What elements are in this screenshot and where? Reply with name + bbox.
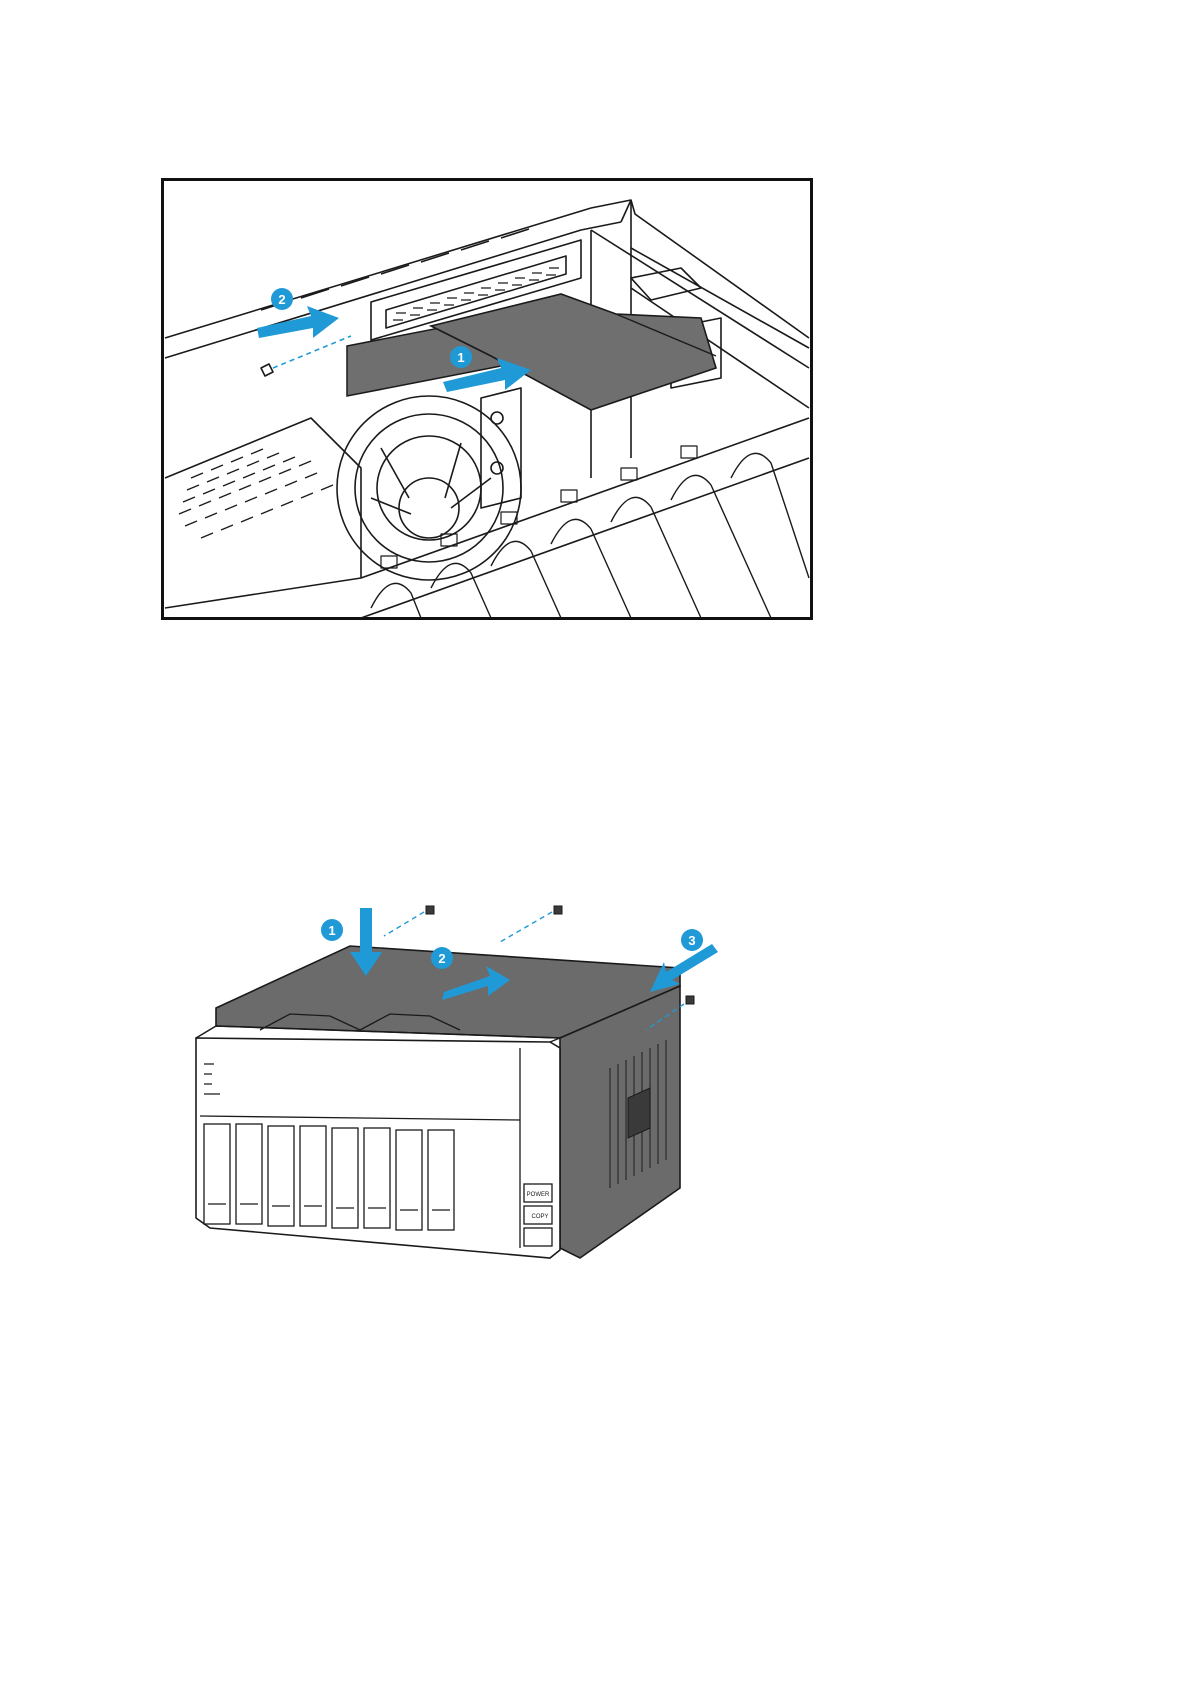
svg-text:3: 3 [688, 933, 695, 948]
callout-step-2: 2 [431, 947, 453, 969]
callout-step-1: 1 [450, 346, 472, 368]
copy-button-label: COPY [531, 1214, 548, 1220]
callout-step-2: 2 [271, 288, 293, 310]
svg-text:1: 1 [457, 350, 464, 365]
power-button-label: POWER [527, 1192, 550, 1198]
callout-step-3: 3 [681, 929, 703, 951]
pcie-card-install-illustration: 2 1 [161, 178, 813, 620]
svg-text:1: 1 [328, 923, 335, 938]
callout-step-1: 1 [321, 919, 343, 941]
svg-text:2: 2 [438, 951, 445, 966]
svg-text:2: 2 [278, 292, 285, 307]
figure-frame [163, 180, 812, 619]
cover-reattach-illustration: POWER COPY 1 2 3 [180, 888, 780, 1308]
front-panel [196, 1038, 560, 1258]
